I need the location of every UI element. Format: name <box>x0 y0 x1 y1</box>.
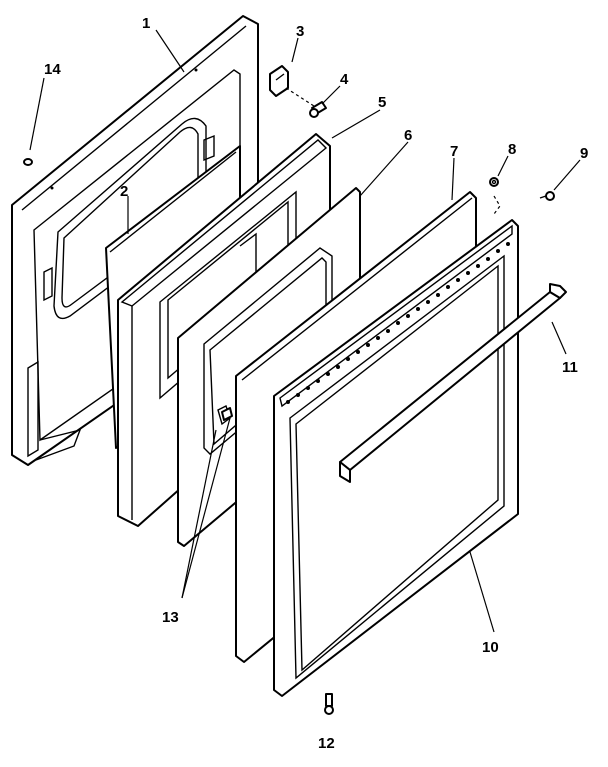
callout-4: 4 <box>340 71 349 88</box>
callout-13: 13 <box>162 609 179 626</box>
callout-5: 5 <box>378 94 386 111</box>
retaining-clips <box>221 407 233 421</box>
callout-labels: 1 2 3 4 5 6 7 8 9 10 11 12 13 14 <box>44 15 588 752</box>
callout-1: 1 <box>142 15 150 32</box>
screw-8 <box>489 177 501 215</box>
hinge-bracket <box>269 65 289 97</box>
outer-door-trim <box>273 219 519 697</box>
door-handle <box>339 283 567 483</box>
callout-8: 8 <box>508 141 516 158</box>
screw-9 <box>539 191 555 201</box>
callout-2: 2 <box>120 183 128 200</box>
callout-12: 12 <box>318 735 335 752</box>
leader-lines <box>29 29 581 633</box>
callout-10: 10 <box>482 639 499 656</box>
screw-12 <box>324 693 334 715</box>
callout-11: 11 <box>562 359 578 376</box>
grommet <box>23 158 33 166</box>
vent-slots <box>286 242 510 404</box>
callout-3: 3 <box>296 23 304 40</box>
callout-14: 14 <box>44 61 61 78</box>
callout-9: 9 <box>580 145 588 162</box>
screw-4 <box>285 87 327 118</box>
callout-7: 7 <box>450 143 458 160</box>
callout-6: 6 <box>404 127 412 144</box>
